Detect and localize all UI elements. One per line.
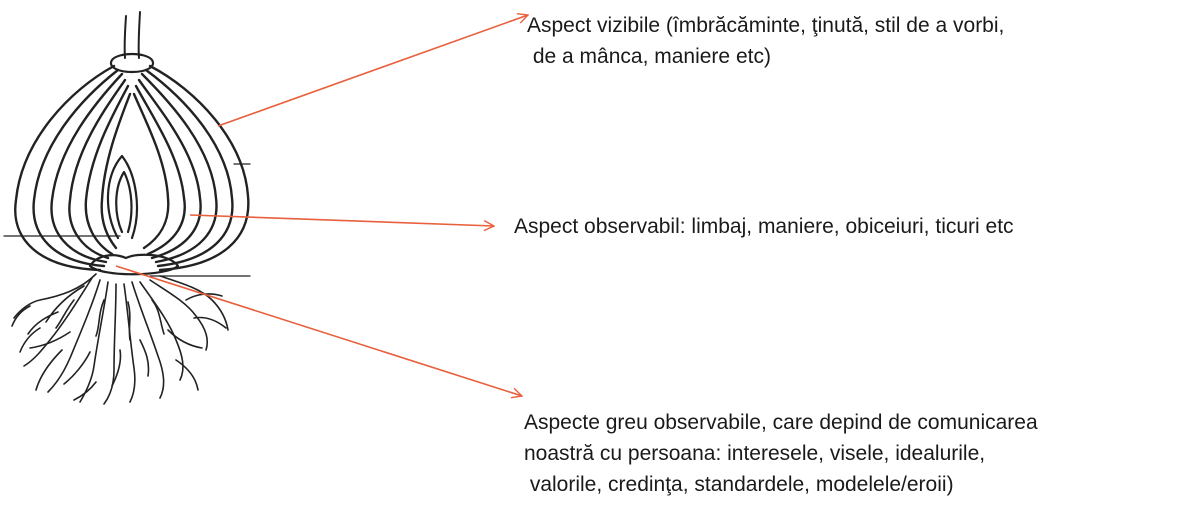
onion-stem — [123, 11, 141, 59]
label-observable-aspects: Aspect observabil: limbaj, maniere, obic… — [514, 211, 1014, 242]
label-hidden-line-1: Aspecte greu observabile, care depind de… — [524, 411, 1038, 434]
arrows — [115, 15, 528, 396]
onion-neck — [109, 52, 155, 74]
label-visible-line-2: de a mânca, maniere etc) — [527, 45, 771, 68]
label-hidden-aspects: Aspecte greu observabile, care depind de… — [524, 407, 1038, 500]
label-hidden-line-2: noastră cu persoana: interesele, visele,… — [524, 442, 986, 465]
arrow-to-observable — [189, 214, 494, 226]
onion-roots — [11, 273, 229, 405]
onion-basal-plate — [88, 253, 180, 276]
label-visible-line-1: Aspect vizibile (îmbrăcăminte, ţinută, s… — [527, 14, 1005, 37]
label-hidden-line-3: valorile, credinţa, standardele, modelel… — [524, 473, 954, 496]
onion-illustration-icon — [3, 11, 251, 405]
arrow-to-visible — [217, 15, 528, 127]
onion-guide-lines — [3, 163, 251, 277]
label-observable-line-1: Aspect observabil: limbaj, maniere, obic… — [514, 215, 1014, 238]
label-visible-aspects: Aspect vizibile (îmbrăcăminte, ţinută, s… — [527, 10, 1004, 72]
onion-heart — [106, 154, 138, 240]
arrow-to-hidden — [115, 265, 522, 396]
onion-layers — [14, 64, 250, 272]
